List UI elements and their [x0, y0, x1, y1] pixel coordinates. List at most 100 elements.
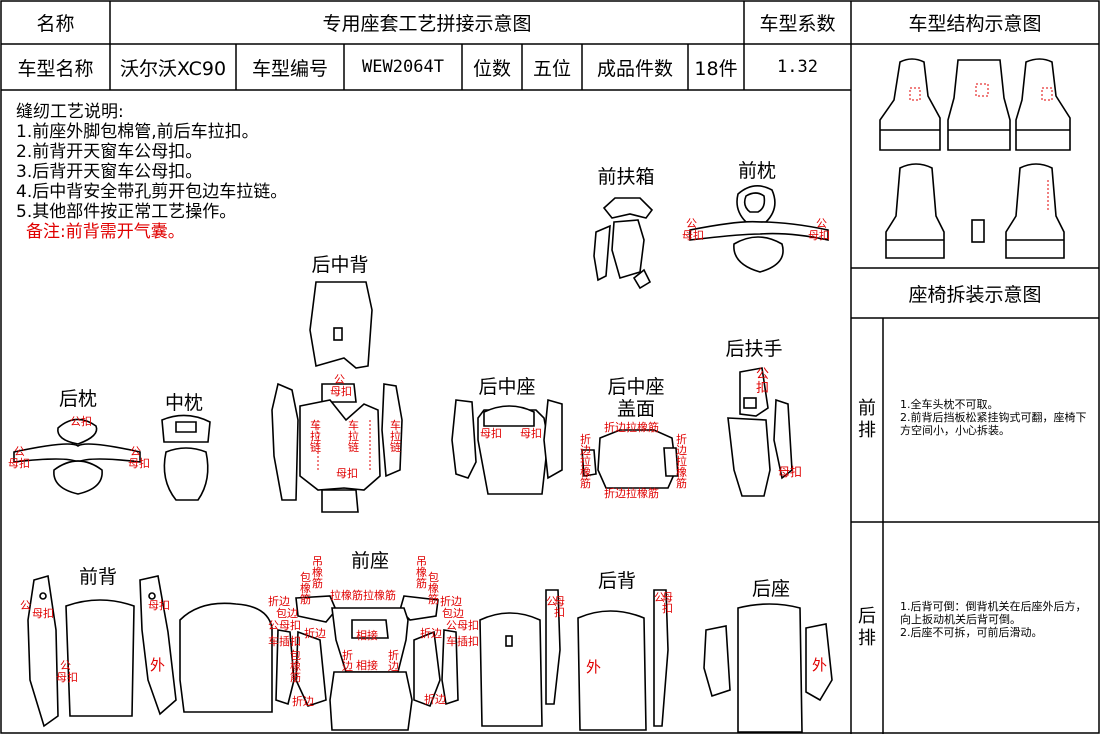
mark-male: 公: [334, 373, 345, 386]
mark-male: 公: [546, 595, 557, 608]
mark-outer: 外: [150, 656, 166, 674]
mark-female: 母扣: [330, 385, 352, 398]
mark-female: 母扣: [56, 671, 78, 684]
label-front-back: 前背: [78, 566, 118, 588]
note-item: 4.后中背安全带孔剪开包边车拉链。: [16, 182, 288, 202]
mark-female: 母扣: [336, 467, 358, 480]
mark-bind: 相接: [356, 659, 378, 672]
label-rear-headrest: 后枕: [58, 388, 98, 410]
mark-female: 母扣: [480, 427, 502, 440]
mark-male-buckle: 公扣: [756, 367, 770, 396]
rear-row-label: 后排: [858, 606, 876, 649]
mark-outer: 外: [812, 656, 828, 674]
rear-armrest-pieces: [727, 367, 793, 497]
mark-female: 母扣: [554, 595, 565, 619]
mark-fold-edge-rib: 折边拉橡筋: [676, 433, 687, 490]
mark-male: 公: [14, 445, 25, 458]
label-rear-armrest: 后扶手: [725, 338, 783, 360]
seats-value: 五位: [532, 57, 571, 80]
pieces-value: 18件: [694, 57, 738, 80]
model-name: 沃尔沃XC90: [119, 57, 227, 80]
label-center-headrest: 中枕: [164, 392, 204, 414]
mark-fold-edge-rib: 折边拉橡筋: [604, 487, 659, 500]
mark-fold-edge: 折边: [292, 695, 314, 708]
mark-female: 母扣: [808, 229, 830, 242]
mark-male-female: 公母扣: [446, 619, 479, 632]
name-label: 名称: [36, 13, 75, 35]
mark-male-buckle: 公扣: [70, 415, 92, 428]
note-item: 2.前背开天窗车公母扣。: [16, 142, 203, 162]
note-item: 5.其他部件按正常工艺操作。: [16, 202, 237, 222]
mark-rib-chain: 拉橡筋拉橡筋: [330, 589, 396, 602]
rear-headrest-pieces: [13, 418, 141, 495]
front-armrest-box-pieces: [593, 197, 654, 290]
mark-fold-edge: 折边: [342, 649, 353, 673]
pieces-label: 成品件数: [596, 57, 673, 80]
label-rear-center-back: 后中背: [311, 254, 369, 276]
rear-center-seat-pieces: [451, 398, 563, 495]
mark-male: 公: [130, 445, 141, 458]
rear-back-pieces: [479, 589, 669, 731]
mark-male: 公: [60, 659, 71, 672]
label-front-armrest-box: 前扶箱: [597, 166, 655, 188]
mark-female: 母扣: [778, 465, 803, 479]
note-item: 1.前座外脚包棉管,前后车拉扣。: [16, 122, 259, 142]
mark-male: 公: [20, 599, 31, 612]
mark-female: 母扣: [682, 229, 704, 242]
label-rear-center-seat-cover: 后中座 盖面: [607, 376, 665, 420]
mark-zipper: 车拉链: [310, 419, 321, 454]
mark-wrap: 包边: [276, 607, 298, 620]
mark-hang-rib: 吊橡筋: [312, 555, 323, 590]
front-seat-pieces: [275, 595, 459, 731]
mark-wrap: 包边: [442, 607, 464, 620]
rear-seat-pieces: [703, 603, 833, 733]
mark-bind: 相接: [356, 629, 378, 642]
mark-bag-rib: 包橡筋: [428, 571, 439, 606]
mark-female: 母扣: [8, 457, 30, 470]
structure-label: 车型结构示意图: [908, 13, 1042, 35]
coef-label: 车型系数: [759, 13, 836, 35]
mark-fold-edge: 折边: [440, 595, 462, 608]
label-front-seat: 前座: [350, 550, 390, 572]
mark-female: 母扣: [128, 457, 150, 470]
label-rear-seat: 后座: [751, 578, 791, 600]
center-headrest-pieces: [161, 414, 211, 501]
mark-male: 公: [654, 591, 665, 604]
sheet-title: 专用座套工艺拼接示意图: [322, 13, 532, 35]
mark-zipper: 车拉链: [390, 419, 401, 454]
mark-insert: 车插扣: [446, 635, 479, 648]
note-item: 3.后背开天窗车公母扣。: [16, 162, 203, 182]
mark-fold-edge: 折边: [268, 595, 290, 608]
model-name-label: 车型名称: [17, 57, 94, 80]
seats-label: 位数: [472, 57, 511, 80]
mark-zipper: 车拉链: [348, 419, 359, 454]
disassembly-title: 座椅拆装示意图: [908, 283, 1042, 306]
mark-female: 母扣: [32, 607, 54, 620]
mark-fold-edge: 折边: [388, 649, 399, 673]
label-rear-center-seat: 后中座: [478, 376, 536, 398]
mark-male: 公: [816, 217, 827, 230]
mark-female: 母扣: [662, 591, 673, 615]
car-structure-diagram: [879, 58, 1071, 259]
mark-female: 母扣: [520, 427, 542, 440]
mark-male-female: 公母扣: [268, 619, 301, 632]
notes-remark: 备注:前背需开气囊。: [26, 222, 185, 242]
front-back-pieces: [27, 574, 273, 728]
label-front-headrest: 前枕: [737, 160, 777, 182]
sewing-notes: 缝纫工艺说明: 1.前座外脚包棉管,前后车拉扣。 2.前背开天窗车公母扣。 3.…: [16, 102, 287, 242]
mark-bag-rib: 包橡筋: [290, 649, 301, 684]
mark-fold-edge: 折边: [304, 627, 326, 640]
rear-row-notes: 1.后背可倒：倒背机关在后座外后方，向上扳动机关后背可倒。 2.后座不可拆，可前…: [900, 600, 1087, 639]
model-code: WEW2064T: [362, 57, 444, 77]
notes-heading: 缝纫工艺说明:: [16, 102, 124, 122]
mark-female: 母扣: [148, 599, 170, 612]
mark-fold-edge-rib: 折边拉橡筋: [604, 421, 659, 434]
model-code-label: 车型编号: [251, 57, 328, 80]
mark-bag-rib: 包橡筋: [300, 571, 311, 606]
front-row-notes: 1.全车头枕不可取。 2.前背后挡板松紧挂钩式可翻，座椅下方空间小，小心拆装。: [900, 398, 1087, 437]
mark-fold-edge: 折边: [420, 627, 442, 640]
mark-fold-edge: 折边: [424, 693, 446, 706]
